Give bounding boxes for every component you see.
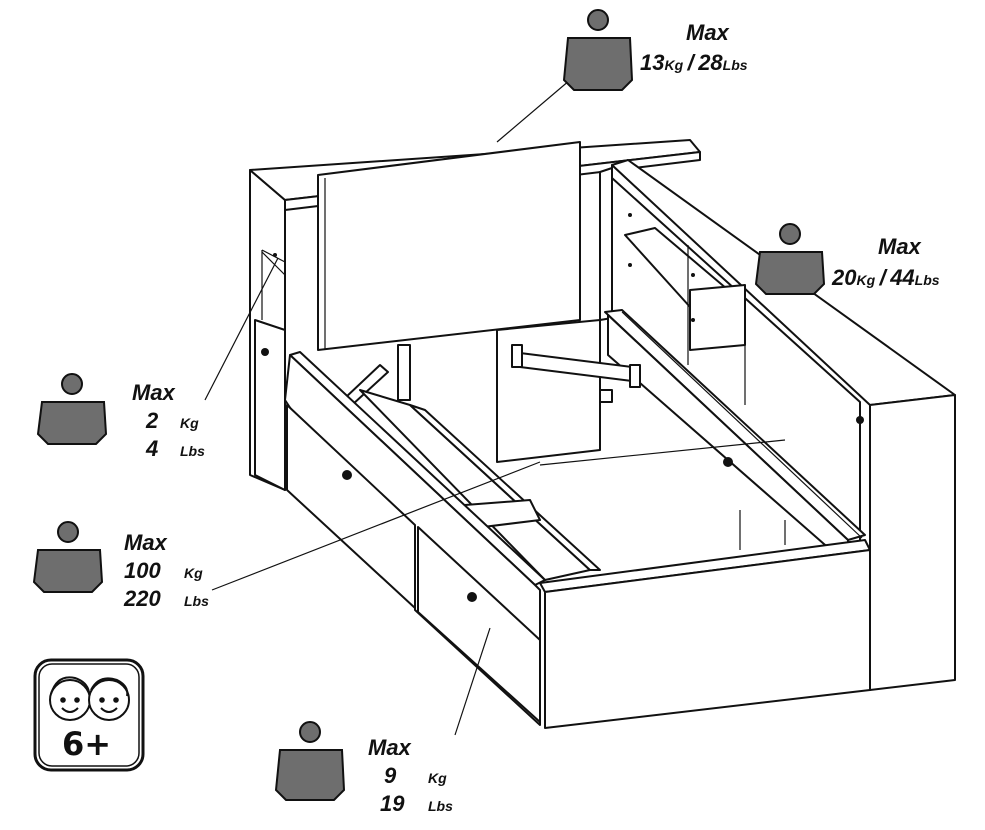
kg-unit-drawer: Kg — [428, 770, 447, 786]
lbs-value: 44 — [890, 265, 915, 290]
leader-line-bed-base — [211, 461, 541, 591]
slash: / — [879, 265, 886, 290]
kg-value: 13 — [640, 50, 665, 75]
leader-lines — [204, 79, 571, 736]
lbs-value: 28 — [698, 50, 723, 75]
max-label-headboard: Max — [686, 20, 729, 45]
lbs-value-bed-base: 220 — [124, 586, 161, 611]
load-value-side-shelf: 20Kg / 44Lbs — [832, 267, 940, 289]
lbs-value-small-shelf: 4 — [146, 436, 159, 461]
kg-value-small-shelf: 2 — [146, 408, 159, 433]
kg-unit: Kg — [664, 57, 684, 73]
kids-faces-icon — [49, 676, 130, 721]
kg-unit-bed-base: Kg — [184, 565, 203, 581]
leader-line-drawer — [454, 627, 491, 736]
lbs-unit: Lbs — [914, 272, 940, 288]
age-badge — [33, 658, 145, 772]
lbs-unit-small-shelf: Lbs — [180, 443, 205, 459]
weight-icon-drawer — [274, 721, 346, 801]
lbs-value-drawer: 19 — [380, 791, 405, 816]
kg-value-drawer: 9 — [384, 763, 397, 788]
max-label-side-shelf: Max — [878, 234, 921, 259]
lbs-unit-bed-base: Lbs — [184, 593, 209, 609]
load-value-headboard: 13Kg / 28Lbs — [640, 52, 748, 74]
max-label-small-shelf: Max — [132, 380, 175, 405]
kg-value: 20 — [832, 265, 857, 290]
age-badge-text: 6+ — [62, 725, 112, 763]
weight-icon-headboard — [562, 9, 634, 91]
leader-line-headboard-shelf — [496, 79, 571, 143]
lbs-unit: Lbs — [722, 57, 748, 73]
weight-icon-small-shelf — [36, 373, 108, 445]
max-label-drawer: Max — [368, 735, 411, 760]
lbs-unit-drawer: Lbs — [428, 798, 453, 814]
leader-line-small-shelf — [204, 257, 279, 401]
bed-illustration — [249, 139, 956, 729]
kg-unit: Kg — [856, 272, 876, 288]
kg-value-bed-base: 100 — [124, 558, 161, 583]
weight-icon-bed-base — [32, 521, 104, 593]
max-label-bed-base: Max — [124, 530, 167, 555]
kg-unit-small-shelf: Kg — [180, 415, 199, 431]
weight-icon-side-shelf — [754, 223, 826, 295]
slash: / — [687, 50, 694, 75]
